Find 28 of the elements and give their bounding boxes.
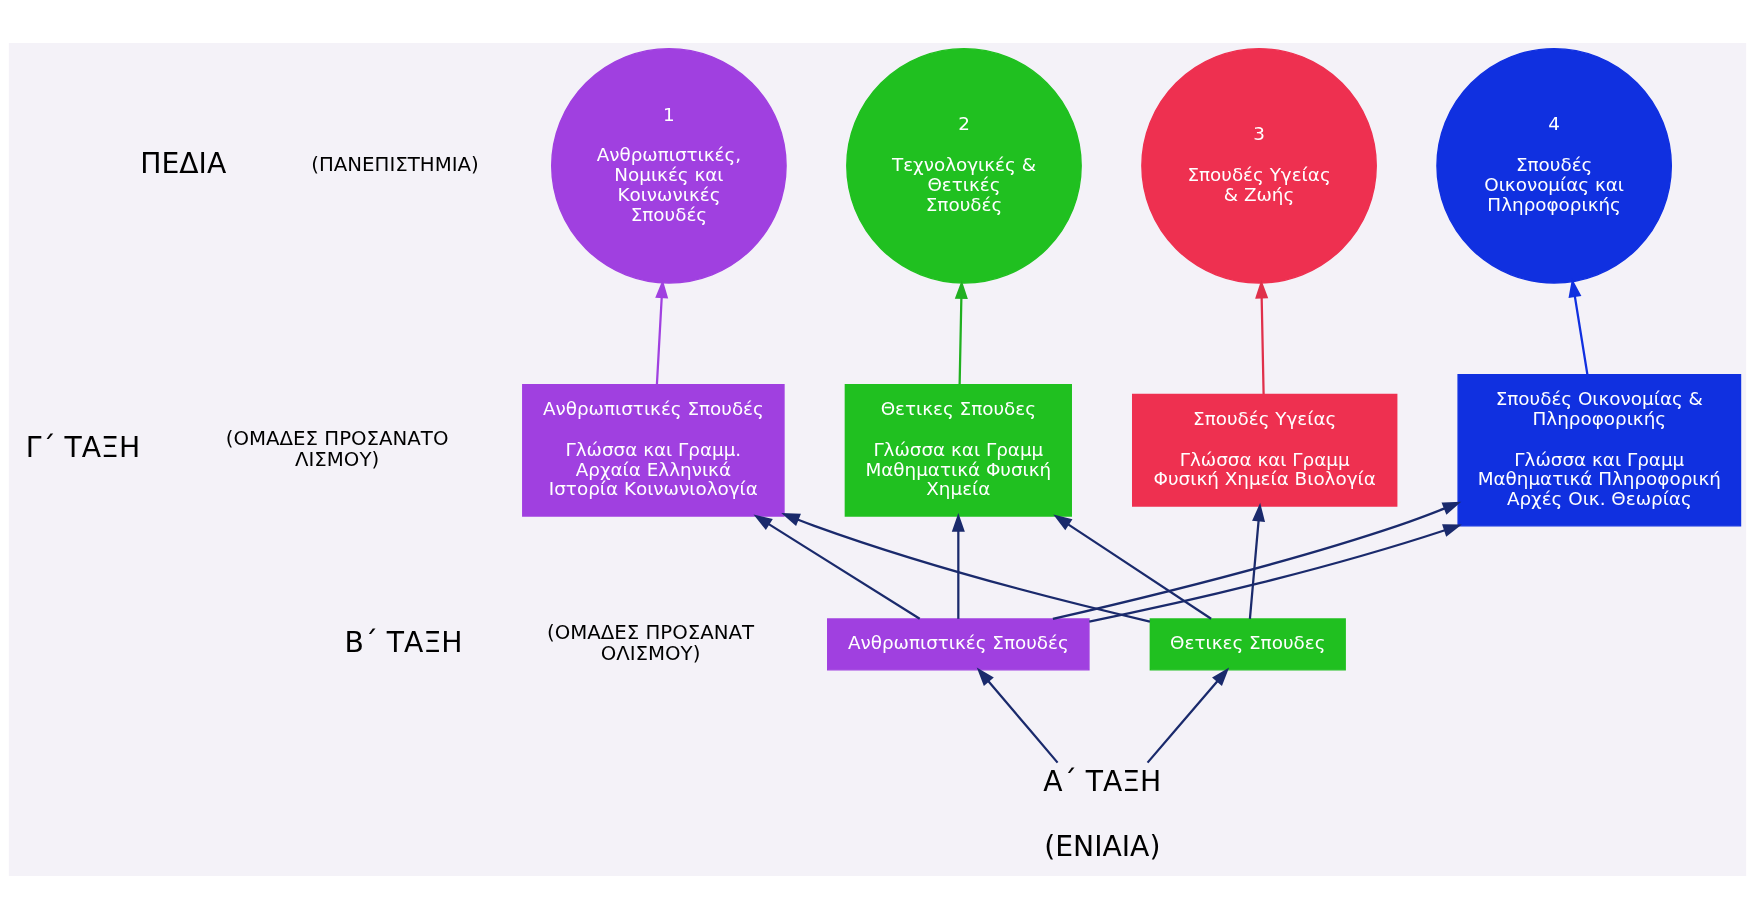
node-box: Θετικες Σπουδες Γλώσσα και Γραμμ Μαθηματικά Φυσική Χημεία [844,383,1072,517]
label: (ΟΜΑΔΕΣ ΠΡΟΣΑΝΑΤΟ ΛΙΣΜΟΥ) [225,426,449,471]
node-box: Ανθρωπιστικές Σπουδές [827,617,1090,671]
label: Γ΄ ΤΑΞΗ [25,430,141,464]
node-circle: 4 Σπουδές Οικονομίας και Πληροφορικής [1436,47,1673,284]
node-box: Σπουδές Οικονομίας & Πληροφορικής Γλώσσα και Γραμμ Μαθηματικά Πληροφορική Αρχές Οικ. Θεωρίας [1457,373,1742,527]
node-box: Σπουδές Υγείας Γλώσσα και Γραμμ Φυσική Χημεία Βιολογία [1132,393,1398,507]
arrow [1053,514,1212,620]
arrow [1248,502,1266,619]
arrow [1146,667,1230,763]
label: (ΠΑΝΕΠΙΣΤΗΜΙΑ) [311,152,479,176]
arrow [1052,501,1462,620]
arrow [954,279,968,384]
arrow [753,514,921,620]
node-box: Θετικες Σπουδες [1149,617,1346,671]
node-circle: 1 Ανθρωπιστικές, Νομικές και Κοινωνικές Σπουδές [551,47,787,284]
label: ΠΕΔΙΑ [140,146,227,180]
arrow [1255,279,1269,394]
label: Β΄ ΤΑΞΗ [344,625,463,659]
arrow [951,512,965,619]
node-text: Α΄ ΤΑΞΗ (ΕΝΙΑΙΑ) [1043,764,1162,863]
node-circle: 2 Τεχνολογικές & Θετικές Σπουδές [846,47,1082,284]
node-box: Ανθρωπιστικές Σπουδές Γλώσσα και Γραμμ. Αρχαία Ελληνικά Ιστορία Κοινωνιολογία [522,383,785,517]
arrow [1089,523,1462,623]
label: (ΟΜΑΔΕΣ ΠΡΟΣΑΝΑΤ ΟΛΙΣΜΟΥ) [546,620,755,665]
arrow [976,667,1059,763]
node-circle: 3 Σπουδές Υγείας & Ζωής [1141,47,1377,284]
arrow [781,512,1151,623]
